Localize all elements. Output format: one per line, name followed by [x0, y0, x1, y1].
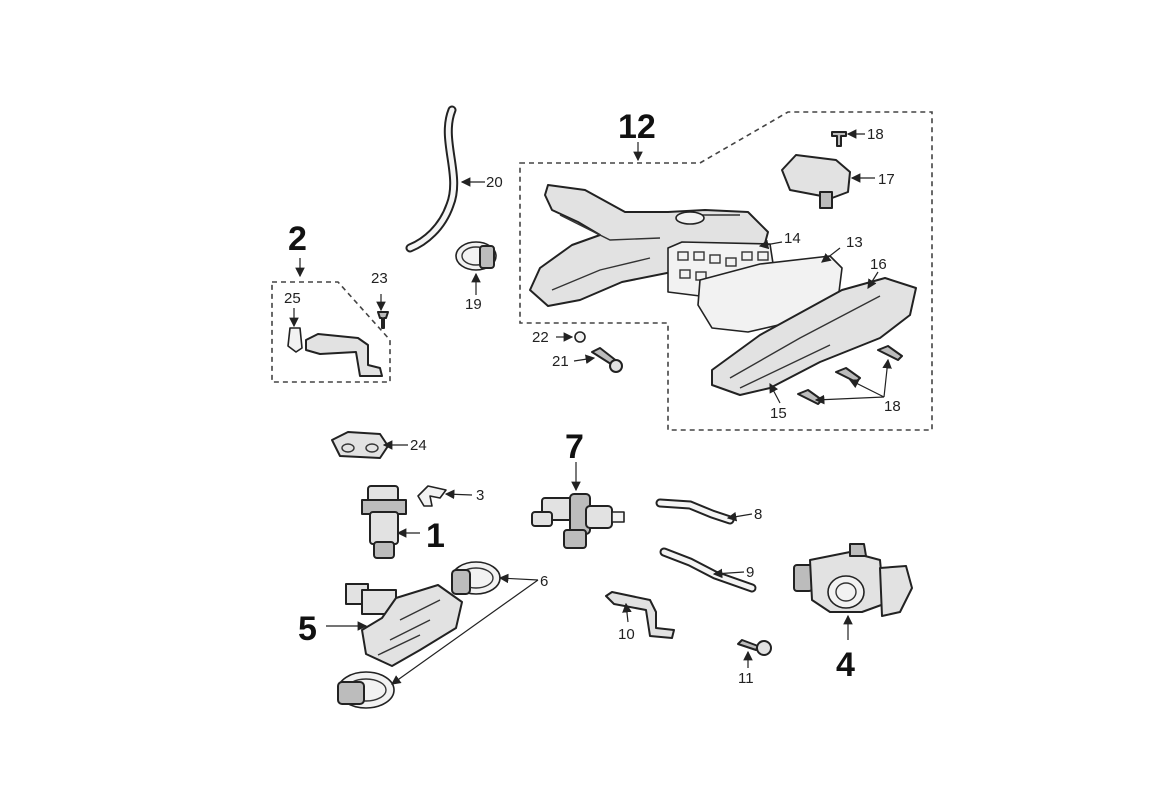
part-2-bracket[interactable] [305, 333, 383, 377]
callout-12: 12 [618, 108, 656, 146]
part-6-clamp-upper[interactable] [451, 561, 501, 595]
callout-19: 19 [465, 296, 482, 313]
part-3-clip[interactable] [417, 485, 447, 507]
part-5-intake-hose[interactable] [345, 583, 463, 667]
part-4-throttle-body[interactable] [793, 543, 913, 617]
part-8-pipe[interactable] [655, 498, 735, 525]
part-12-intake-manifold[interactable] [529, 184, 769, 307]
callout-24: 24 [410, 437, 427, 454]
callout-21: 21 [552, 353, 569, 370]
callout-6: 6 [540, 573, 548, 590]
callout-15: 15 [770, 405, 787, 422]
callout-20: 20 [486, 174, 503, 191]
callout-7: 7 [565, 428, 584, 466]
callout-3: 3 [476, 487, 484, 504]
callout-22: 22 [532, 329, 549, 346]
part-24-plate[interactable] [331, 431, 389, 459]
part-10-bracket[interactable] [605, 591, 675, 639]
part-17-sensor[interactable] [781, 154, 851, 209]
callout-10: 10 [618, 626, 635, 643]
leader-lines [289, 129, 892, 685]
part-25-clip[interactable] [287, 327, 303, 353]
callout-9: 9 [746, 564, 754, 581]
part-1-injector[interactable] [361, 485, 407, 559]
callout-8: 8 [754, 506, 762, 523]
callout-4: 4 [836, 646, 855, 684]
part-14-gasket[interactable] [667, 241, 775, 297]
part-7-valve[interactable] [531, 493, 625, 549]
callout-16: 16 [870, 256, 887, 273]
callout-14: 14 [784, 230, 801, 247]
callout-5: 5 [298, 610, 317, 648]
part-23-screw[interactable] [377, 311, 389, 329]
part-11-bolt[interactable] [737, 639, 772, 656]
callout-2: 2 [288, 220, 307, 258]
part-9-pipe[interactable] [659, 547, 757, 593]
callout-18-top: 18 [867, 126, 884, 143]
part-21-bolt[interactable] [591, 347, 623, 373]
callout-17: 17 [878, 171, 895, 188]
part-18-screw-top[interactable] [831, 131, 847, 147]
part-6-clamp-lower[interactable] [337, 671, 395, 709]
part-19-clamp[interactable] [455, 241, 497, 271]
callout-18-bottom: 18 [884, 398, 901, 415]
callout-1: 1 [426, 517, 445, 555]
part-15-cover[interactable] [711, 277, 917, 396]
callout-11: 11 [738, 670, 754, 687]
part-20-hose[interactable] [405, 105, 459, 253]
part-22-clip[interactable] [574, 331, 586, 343]
callout-25: 25 [284, 290, 301, 307]
group-2-boundary [271, 281, 391, 383]
callout-13: 13 [846, 234, 863, 251]
callout-23: 23 [371, 270, 388, 287]
